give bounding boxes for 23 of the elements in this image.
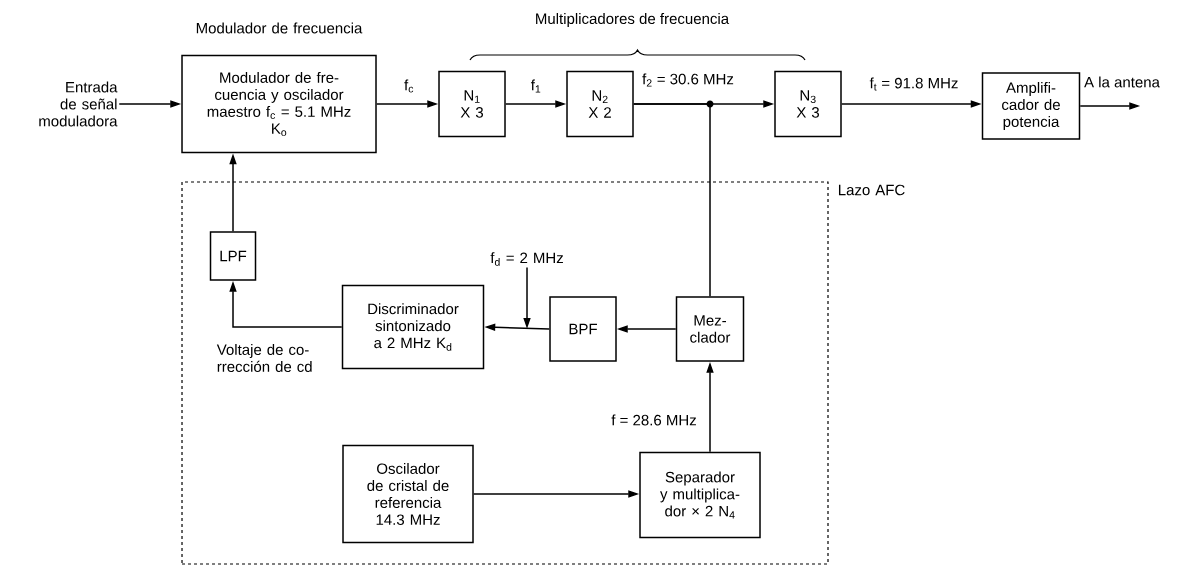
discriminator-box: Discriminador sintonizado a 2 MHz K$_{d}$	[341, 284, 485, 370]
edge-label: Voltaje de co- rrección de cd	[215, 343, 318, 373]
edge-label: f$_{1}$	[529, 78, 543, 94]
multiplier-box: N$_{1}$ X 3	[438, 70, 506, 138]
box-heading: Lazo AFC	[839, 184, 905, 196]
edge-label: f$_{c}$	[403, 78, 415, 94]
filter-box: LPF	[209, 231, 257, 281]
mixer-box: Mez- clador	[675, 296, 745, 362]
edge-label: f = 28.6 MHz	[610, 413, 698, 427]
box-heading: Modulador de frecuencia	[196, 22, 363, 34]
group-label: Multiplicadores de frecuencia	[536, 13, 730, 27]
multiplier-box: N$_{2}$ X 2	[566, 70, 634, 138]
edge-label: A la antena	[1083, 75, 1161, 89]
amplifier-box: Amplifi- cador de potencia	[981, 72, 1081, 140]
multiplier-box: Separador y multiplica- dor × 2 N$_{4}$	[639, 451, 761, 539]
edge-label: f$_{t}$ = 91.8 MHz	[868, 76, 960, 92]
multiplier-box: N$_{3}$ X 3	[774, 70, 842, 138]
edge-label: f$_{2}$ = 30.6 MHz	[641, 72, 735, 88]
oscillator-box: Oscilador de cristal de referencia 14.3 MHz	[342, 444, 474, 544]
input-label: Entrada de señal moduladora	[39, 81, 118, 127]
filter-box: BPF	[549, 296, 617, 362]
frequency-label: f$_{d}$ = 2 MHz	[490, 252, 563, 266]
modulator-box: Modulador de fre- cuencia y oscilador maestro f$_{c}$ = 5.1 MHz K$_{o}$	[181, 54, 377, 154]
